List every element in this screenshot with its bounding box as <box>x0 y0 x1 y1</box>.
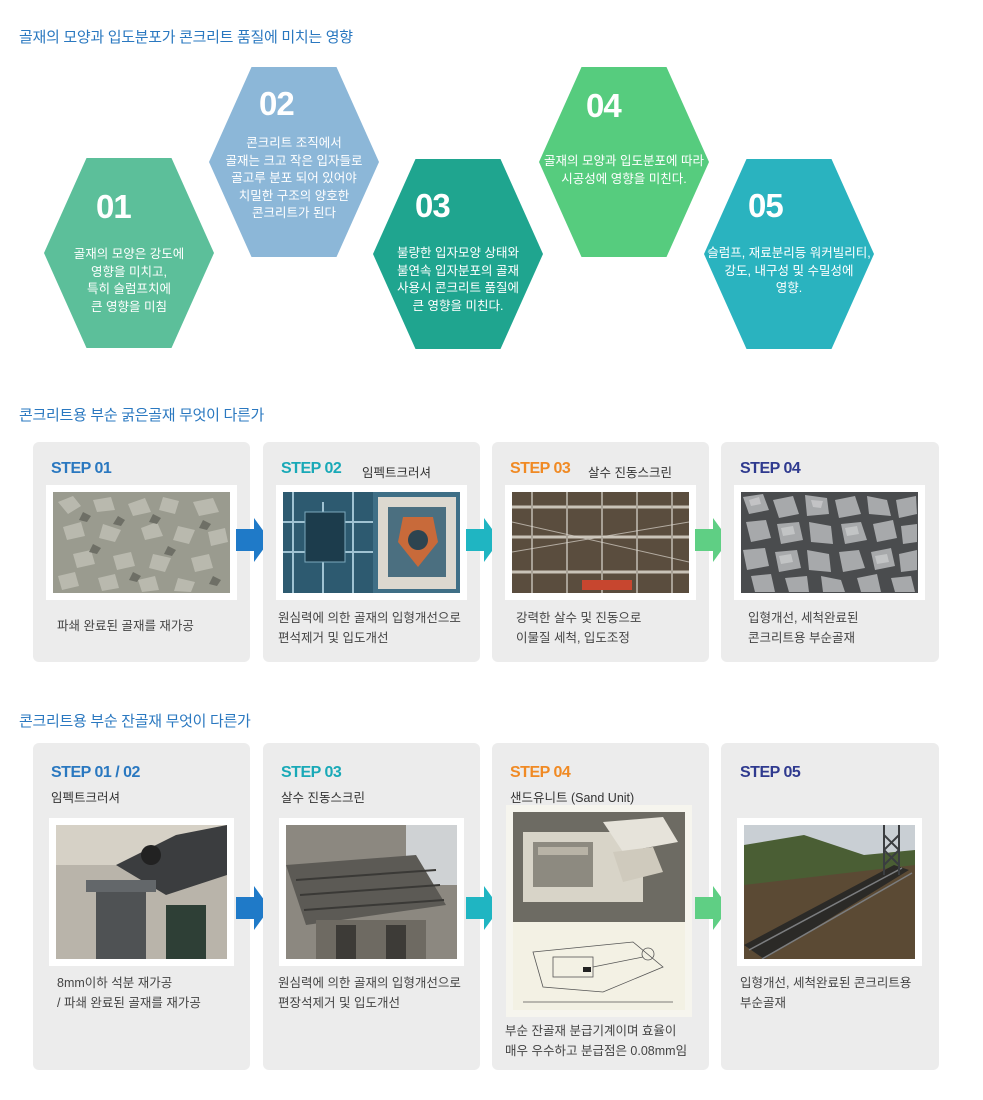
step-label: STEP 01 / 02 <box>51 764 140 781</box>
hexagon-text: 골재의 모양은 강도에 영향을 미치고, 특히 슬럼프치에 큰 영향을 미침 <box>73 247 185 314</box>
step-sublabel: 임펙트크러셔 <box>362 466 432 480</box>
step-description: 강력한 살수 및 진동으로 이물질 세척, 입도조정 <box>516 611 642 645</box>
step-description: 파쇄 완료된 골재를 재가공 <box>57 619 194 633</box>
crushed-aggregate-image <box>741 492 918 593</box>
hexagon-02: 02 콘크리트 조직에서 골재는 크고 작은 입자들로 골고루 분포 되어 있어… <box>209 67 379 257</box>
step-photo <box>506 805 692 1017</box>
sand-unit-diagram <box>513 922 685 1010</box>
impact-crusher-image <box>56 825 227 959</box>
hexagon-number: 01 <box>96 188 132 225</box>
arrow-right-icon <box>466 886 500 930</box>
step-description: 원심력에 의한 골재의 입형개선으로 편장석제거 및 입도개선 <box>278 976 461 1010</box>
step-description: 원심력에 의한 골재의 입형개선으로 편석제거 및 입도개선 <box>278 611 461 645</box>
crushed-aggregate-photo <box>741 492 918 593</box>
step-photo <box>46 485 237 600</box>
step-description: 입형개선, 세척완료된 콘크리트용 부순골재 <box>740 976 912 1010</box>
vibrating-screen-image <box>286 825 457 959</box>
coarse-step-card-03: STEP 03 살수 진동스크린 강력한 살수 및 진동으로 이물질 세척, 입… <box>492 442 709 662</box>
step-sublabel: 살수 진동스크린 <box>588 466 672 480</box>
step-description: 8mm이하 석분 재가공 / 파쇄 완료된 골재를 재가공 <box>57 976 201 1010</box>
arrow-right-icon <box>695 518 729 562</box>
arrow-right-icon <box>695 886 729 930</box>
step-label: STEP 01 <box>51 460 112 477</box>
hexagon-04: 04 골재의 모양과 입도분포에 따라 시공성에 영향을 미친다. <box>539 67 709 257</box>
section-title-coarse: 콘크리트용 부순 굵은골재 무엇이 다른가 <box>19 407 264 424</box>
coarse-step-card-04: STEP 04 입형개선, 세척완료된 콘크리트용 부순골재 <box>721 442 939 662</box>
fine-step-card-03: STEP 03 살수 진동스크린 원심력에 의한 골재의 입형개선으로 편장석제… <box>263 743 480 1070</box>
fine-step-card-01: STEP 01 / 02 임펙트크러셔 8mm이하 석분 재가공 / 파쇄 완료… <box>33 743 250 1070</box>
coarse-step-card-02: STEP 02 임펙트크러셔 원심력에 의한 골재의 입형개선으로 편석제거 및… <box>263 442 480 662</box>
impact-crusher-photo <box>56 825 227 959</box>
step-label: STEP 02 <box>281 460 342 477</box>
impact-crusher-image <box>283 492 460 593</box>
hexagon-text: 콘크리트 조직에서 골재는 크고 작은 입자들로 골고루 분포 되어 있어야 치… <box>225 136 363 220</box>
hexagon-01: 01 골재의 모양은 강도에 영향을 미치고, 특히 슬럼프치에 큰 영향을 미… <box>44 158 214 348</box>
step-sublabel: 임펙트크러셔 <box>51 791 121 805</box>
step-label: STEP 04 <box>740 460 801 477</box>
sand-unit-image <box>513 812 685 922</box>
step-label: STEP 03 <box>510 460 571 477</box>
vibrating-screen-photo <box>512 492 689 593</box>
conveyor-belt-image <box>744 825 915 959</box>
sand-unit-photo <box>513 812 685 922</box>
step-label: STEP 05 <box>740 764 801 781</box>
hexagon-text: 골재의 모양과 입도분포에 따라 시공성에 영향을 미친다. <box>544 154 704 186</box>
step-label: STEP 03 <box>281 764 342 781</box>
schematic-diagram-image <box>523 941 673 1003</box>
arrow-right-icon <box>466 518 500 562</box>
step-description: 입형개선, 세척완료된 콘크리트용 부순골재 <box>748 611 859 645</box>
arrow-right-icon <box>236 886 270 930</box>
step-sublabel: 샌드유니트 (Sand Unit) <box>510 791 635 805</box>
vibrating-screen-image <box>512 492 689 593</box>
hexagon-03: 03 불량한 입자모양 상태와 불연속 입자분포의 골재 사용시 콘크리트 품질… <box>373 159 543 349</box>
section-title-fine: 콘크리트용 부순 잔골재 무엇이 다른가 <box>19 713 251 730</box>
step-photo <box>276 485 467 600</box>
hexagon-number: 02 <box>259 85 295 122</box>
step-photo <box>279 818 464 966</box>
fine-step-card-05: STEP 05 입형개선, 세척완료된 콘크리트용 부순골재 <box>721 743 939 1070</box>
hexagon-text: 슬럼프, 재료분리등 워커빌리티, 강도, 내구성 및 수밀성에 영향. <box>707 246 871 295</box>
step-photo <box>737 818 922 966</box>
step-description: 부순 잔골재 분급기계이며 효율이 매우 우수하고 분급점은 0.08mm임 <box>505 1024 688 1058</box>
hexagon-05: 05 슬럼프, 재료분리등 워커빌리티, 강도, 내구성 및 수밀성에 영향. <box>704 159 874 349</box>
fine-step-card-04: STEP 04 샌드유니트 (Sand Unit) <box>492 743 709 1070</box>
gravel-photo <box>53 492 230 593</box>
gravel-image <box>53 492 230 593</box>
section-title-influence: 골재의 모양과 입도분포가 콘크리트 품질에 미치는 영향 <box>19 29 353 46</box>
coarse-step-card-01: STEP 01 파쇄 완료된 골재를 재가공 <box>33 442 250 662</box>
arrow-right-icon <box>236 518 270 562</box>
vibrating-screen-photo <box>286 825 457 959</box>
step-photo <box>505 485 696 600</box>
conveyor-belt-photo <box>744 825 915 959</box>
step-sublabel: 살수 진동스크린 <box>281 791 365 805</box>
hexagon-number: 03 <box>415 187 451 224</box>
step-photo <box>49 818 234 966</box>
impact-crusher-photo <box>283 492 460 593</box>
hexagon-text: 불량한 입자모양 상태와 불연속 입자분포의 골재 사용시 콘크리트 품질에 큰… <box>397 246 519 313</box>
hexagon-number: 05 <box>748 187 784 224</box>
hexagon-number: 04 <box>586 87 622 124</box>
step-photo <box>734 485 925 600</box>
step-label: STEP 04 <box>510 764 571 781</box>
